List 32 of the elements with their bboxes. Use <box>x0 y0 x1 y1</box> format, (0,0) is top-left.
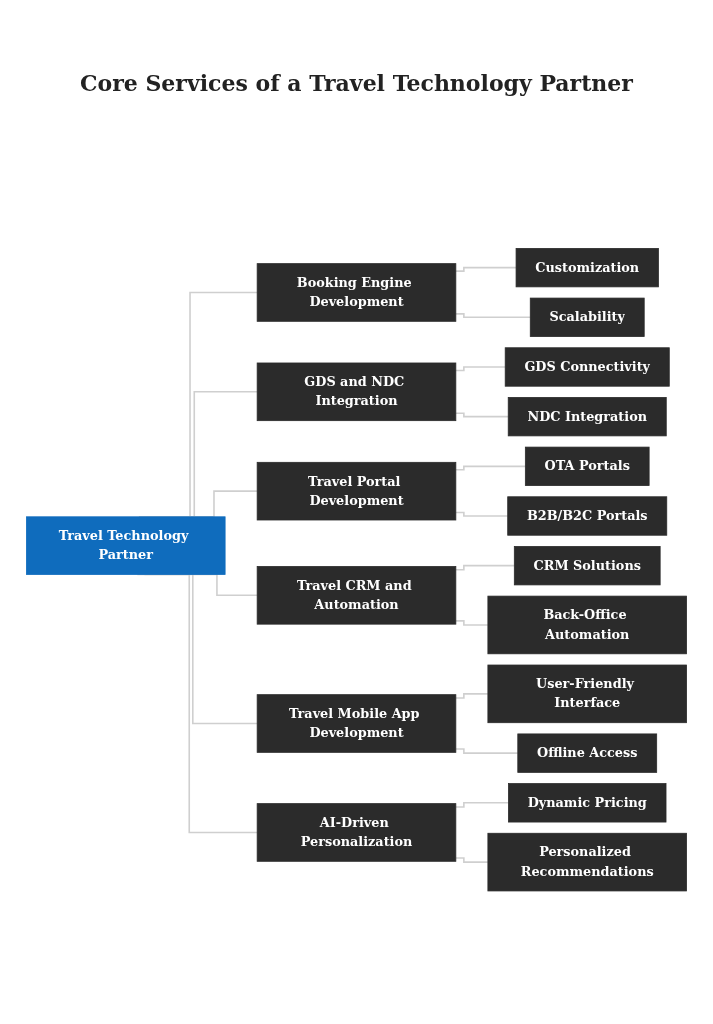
node-box: Offline Access <box>517 733 658 774</box>
node-box: Travel CRM and Automation <box>256 566 457 625</box>
node-box: Travel Portal Development <box>256 462 457 521</box>
node-box: User-Friendly Interface <box>487 664 687 724</box>
connector <box>455 366 506 372</box>
node-box: Travel Technology Partner <box>26 516 226 576</box>
connector <box>455 313 532 319</box>
connector <box>455 693 489 700</box>
node-box: CRM Solutions <box>513 546 661 586</box>
connector <box>455 748 519 755</box>
connector <box>455 620 489 627</box>
diagram-title: Core Services of a Travel Technology Partner <box>79 70 634 96</box>
node-box: NDC Integration <box>507 397 667 437</box>
node-box: GDS and NDC Integration <box>256 362 457 422</box>
connector <box>455 802 510 809</box>
node-box: B2B/B2C Portals <box>507 496 668 536</box>
node-box: Personalized Recommendations <box>487 833 687 892</box>
connector <box>455 512 509 518</box>
node-box: GDS Connectivity <box>504 347 670 387</box>
node-box: Travel Mobile App Development <box>256 694 457 754</box>
connector <box>455 465 527 471</box>
node-box: Customization <box>515 248 659 288</box>
connector <box>455 857 489 864</box>
connector <box>455 267 517 273</box>
node-box: Dynamic Pricing <box>508 783 667 823</box>
connector <box>455 412 510 418</box>
connector <box>455 565 516 571</box>
node-box: AI-Driven Personalization <box>256 803 457 862</box>
node-box: OTA Portals <box>524 447 650 487</box>
node-box: Booking Engine Development <box>256 263 457 323</box>
node-box: Scalability <box>529 298 645 338</box>
node-box: Back-Office Automation <box>487 596 687 655</box>
